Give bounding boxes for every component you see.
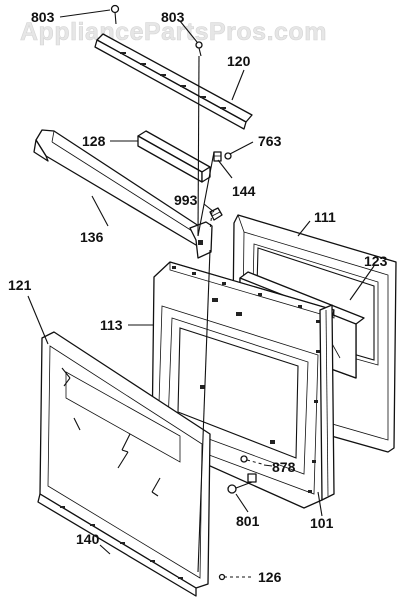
part-136-door-handle xyxy=(33,129,213,259)
label-144: 144 xyxy=(232,183,256,199)
label-121: 121 xyxy=(8,277,32,293)
label-111: 111 xyxy=(314,209,336,225)
label-803-right: 803 xyxy=(161,9,185,25)
label-113: 113 xyxy=(100,317,123,333)
label-993: 993 xyxy=(174,192,198,208)
screw-801 xyxy=(227,473,257,494)
label-763: 763 xyxy=(258,133,282,149)
label-123: 123 xyxy=(364,253,388,269)
label-126: 126 xyxy=(258,569,282,585)
label-101: 101 xyxy=(310,515,334,531)
assembly-line-clip xyxy=(197,151,215,237)
part-101-side-rail xyxy=(319,304,335,501)
callout-labels: 803 803 120 128 763 144 993 136 111 121 … xyxy=(8,9,388,585)
part-128-bracket xyxy=(137,130,211,183)
label-140: 140 xyxy=(76,531,100,547)
part-140-bottom-trim xyxy=(37,493,197,597)
screw-803-left xyxy=(59,4,120,25)
part-144-clip xyxy=(213,151,222,162)
screw-878 xyxy=(240,455,263,465)
screw-763 xyxy=(224,141,254,160)
screw-126 xyxy=(218,573,252,581)
label-803-left: 803 xyxy=(31,9,55,25)
label-128: 128 xyxy=(82,133,106,149)
label-878: 878 xyxy=(272,459,296,475)
label-120: 120 xyxy=(227,53,251,69)
leader-lines xyxy=(27,69,375,555)
assembly-line-vertical xyxy=(197,55,200,237)
label-136: 136 xyxy=(80,229,104,245)
label-801: 801 xyxy=(236,513,260,529)
assembly-line-door xyxy=(197,249,211,573)
watermark-text: AppliancePartsPros.com xyxy=(20,18,327,46)
part-120-vent-trim xyxy=(94,33,253,130)
screw-803-right xyxy=(179,20,203,57)
